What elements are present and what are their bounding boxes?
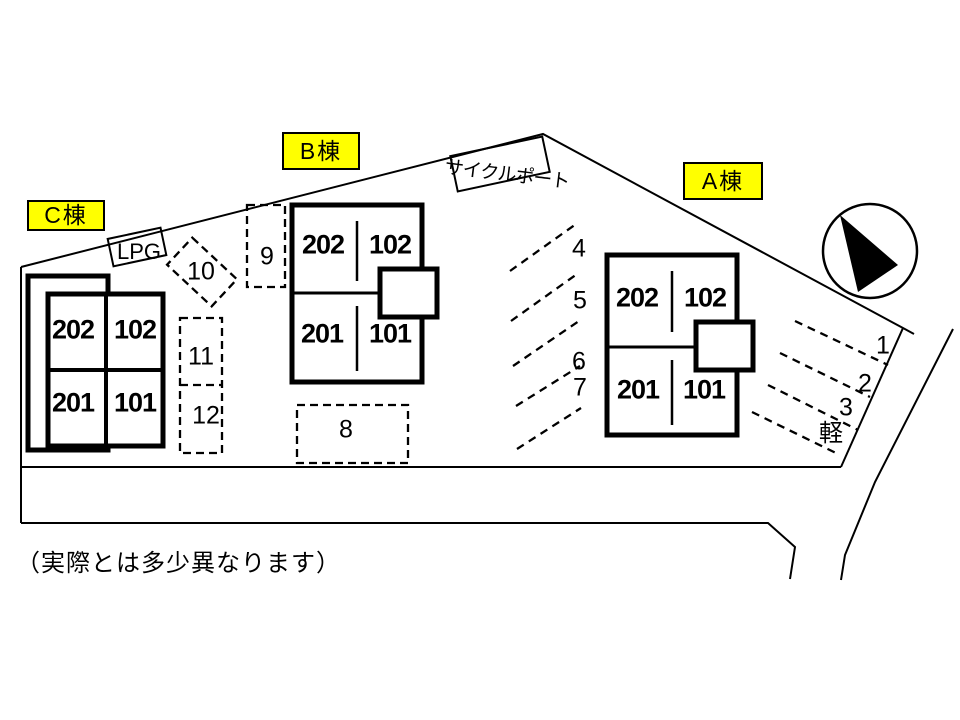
parking-3: 3 — [839, 393, 853, 422]
site-boundary — [20, 132, 954, 581]
unit-b-202: 202 — [301, 229, 345, 260]
unit-a-102: 102 — [683, 282, 727, 313]
building-a-entrance — [693, 319, 756, 373]
disclaimer-note: （実際とは多少異なります） — [16, 550, 341, 577]
building-b-tag-label: B棟 — [299, 137, 343, 164]
parking-stall-lines-middle — [509, 223, 582, 450]
unit-c-201: 201 — [51, 387, 95, 418]
parking-1: 1 — [876, 331, 890, 360]
parking-stall-lines-right — [751, 319, 889, 457]
unit-a-101: 101 — [682, 374, 726, 405]
building-a-shape — [604, 252, 756, 438]
parking-9: 9 — [260, 242, 274, 271]
building-a-tag: A棟 — [683, 162, 763, 200]
unit-a-202: 202 — [615, 282, 659, 313]
unit-b-201: 201 — [300, 318, 344, 349]
lpg-box — [106, 226, 168, 268]
unit-a-201: 201 — [616, 374, 660, 405]
building-c-tag-label: C棟 — [44, 202, 88, 228]
building-b-shape — [289, 202, 440, 385]
parking-box-8 — [295, 403, 410, 465]
building-b-entrance — [377, 266, 440, 320]
lpg-label: LPG — [116, 239, 162, 264]
parking-boxes — [165, 203, 410, 465]
parking-kei: 軽 — [819, 420, 843, 447]
parking-box-10 — [165, 236, 239, 308]
parking-box-9 — [245, 203, 287, 289]
unit-c-101: 101 — [113, 387, 157, 418]
parking-6: 6 — [572, 347, 586, 376]
building-a-tag-label: A棟 — [701, 167, 745, 194]
parking-11: 11 — [188, 342, 214, 371]
parking-2: 2 — [858, 369, 872, 398]
north-arrow-icon — [821, 202, 919, 300]
building-b-tag: B棟 — [282, 132, 360, 170]
building-c-tag: C棟 — [27, 200, 105, 231]
parking-4: 4 — [572, 234, 586, 263]
unit-b-102: 102 — [368, 229, 412, 260]
parking-8: 8 — [339, 415, 353, 444]
parking-12: 12 — [192, 401, 220, 430]
road-edge — [840, 328, 954, 581]
cycle-port-box — [449, 135, 551, 193]
parking-7: 7 — [573, 373, 587, 402]
unit-c-202: 202 — [51, 314, 95, 345]
unit-c-102: 102 — [113, 314, 157, 345]
unit-b-101: 101 — [368, 318, 412, 349]
building-c-shape — [25, 273, 166, 453]
parking-5: 5 — [573, 286, 587, 315]
parking-10: 10 — [187, 257, 215, 286]
